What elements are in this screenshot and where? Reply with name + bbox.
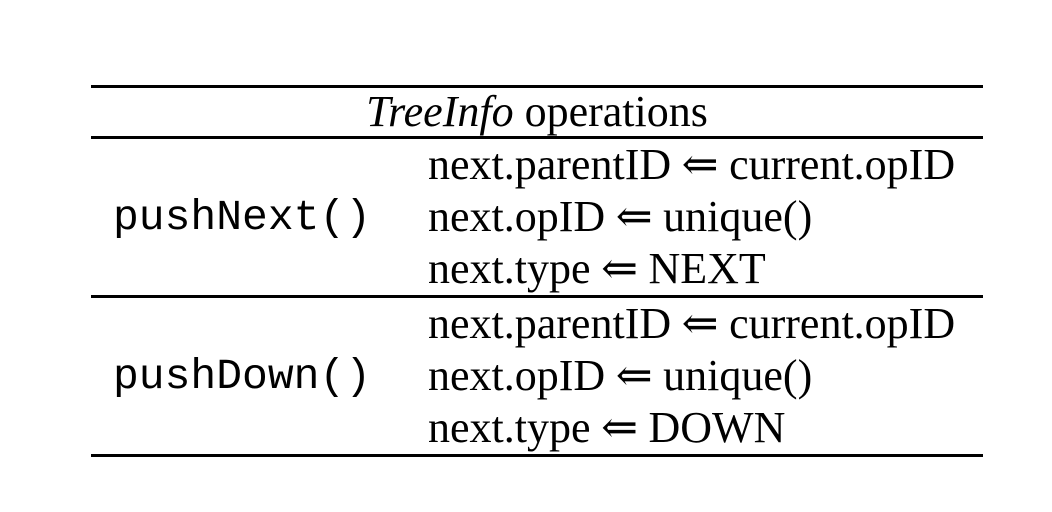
assignment-rhs: unique(): [663, 192, 813, 241]
header-separator-rule: [91, 136, 983, 139]
table-row-pushnext: pushNext() next.parentID⇐current.opID ne…: [91, 139, 983, 295]
leftarrow-symbol: ⇐: [681, 139, 719, 190]
assignment-rhs: current.opID: [729, 140, 956, 189]
assignment-rhs: NEXT: [648, 244, 766, 293]
table-row-pushdown: pushDown() next.parentID⇐current.opID ne…: [91, 298, 983, 454]
leftarrow-symbol: ⇐: [601, 243, 638, 294]
assignment-rhs: current.opID: [729, 299, 956, 348]
assignment-lhs: next.parentID: [428, 140, 672, 189]
pushnext-assignments: next.parentID⇐current.opID next.opID⇐uni…: [428, 139, 983, 295]
assignment-lhs: next.opID: [428, 351, 606, 400]
leftarrow-symbol: ⇐: [615, 350, 653, 401]
assignment-rhs: unique(): [663, 351, 813, 400]
leftarrow-symbol: ⇐: [615, 191, 653, 242]
assignment-lhs: next.type: [428, 403, 591, 452]
assignment-line: next.opID⇐unique(): [428, 191, 983, 243]
assignment-lhs: next.type: [428, 244, 591, 293]
table-top-rule: [91, 85, 983, 88]
assignment-lhs: next.opID: [428, 192, 606, 241]
op-name-pushnext: pushNext(): [113, 192, 372, 242]
table-title-rest: operations: [524, 87, 708, 136]
assignment-line: next.opID⇐unique(): [428, 350, 983, 402]
assignment-line: next.type⇐DOWN: [428, 402, 983, 454]
op-name-pushdown: pushDown(): [113, 351, 372, 401]
leftarrow-symbol: ⇐: [681, 298, 719, 349]
table-title-class-name: TreeInfo: [366, 87, 514, 136]
table-bottom-rule: [91, 454, 983, 457]
leftarrow-symbol: ⇐: [601, 402, 638, 453]
assignment-line: next.parentID⇐current.opID: [428, 139, 983, 191]
assignment-lhs: next.parentID: [428, 299, 672, 348]
row-separator-rule: [91, 295, 983, 298]
assignment-line: next.type⇐NEXT: [428, 243, 983, 295]
assignment-line: next.parentID⇐current.opID: [428, 298, 983, 350]
assignment-rhs: DOWN: [648, 403, 786, 452]
pushdown-assignments: next.parentID⇐current.opID next.opID⇐uni…: [428, 298, 983, 454]
